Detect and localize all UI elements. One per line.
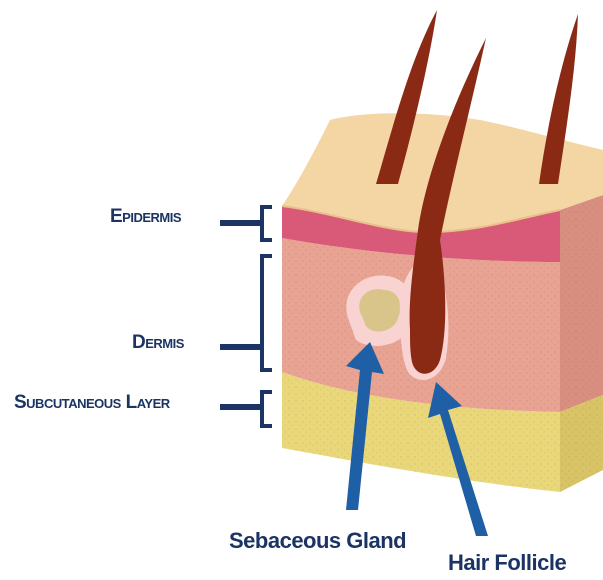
hair-follicle-label: Hair Follicle [448, 550, 566, 576]
dermis-label: Dermis [132, 332, 184, 354]
epidermis-bar [220, 220, 262, 226]
dermis-bar [220, 344, 262, 350]
subcutaneous-layer-label: Subcutaneous Layer [14, 392, 170, 414]
sebaceous-gland-label: Sebaceous Gland [229, 528, 406, 554]
subcutaneous-bar [220, 404, 262, 410]
subcutaneous-bracket [262, 392, 272, 426]
dermis-bracket [262, 256, 272, 370]
epidermis-label: Epidermis [110, 206, 181, 228]
epidermis-bracket [262, 207, 272, 240]
